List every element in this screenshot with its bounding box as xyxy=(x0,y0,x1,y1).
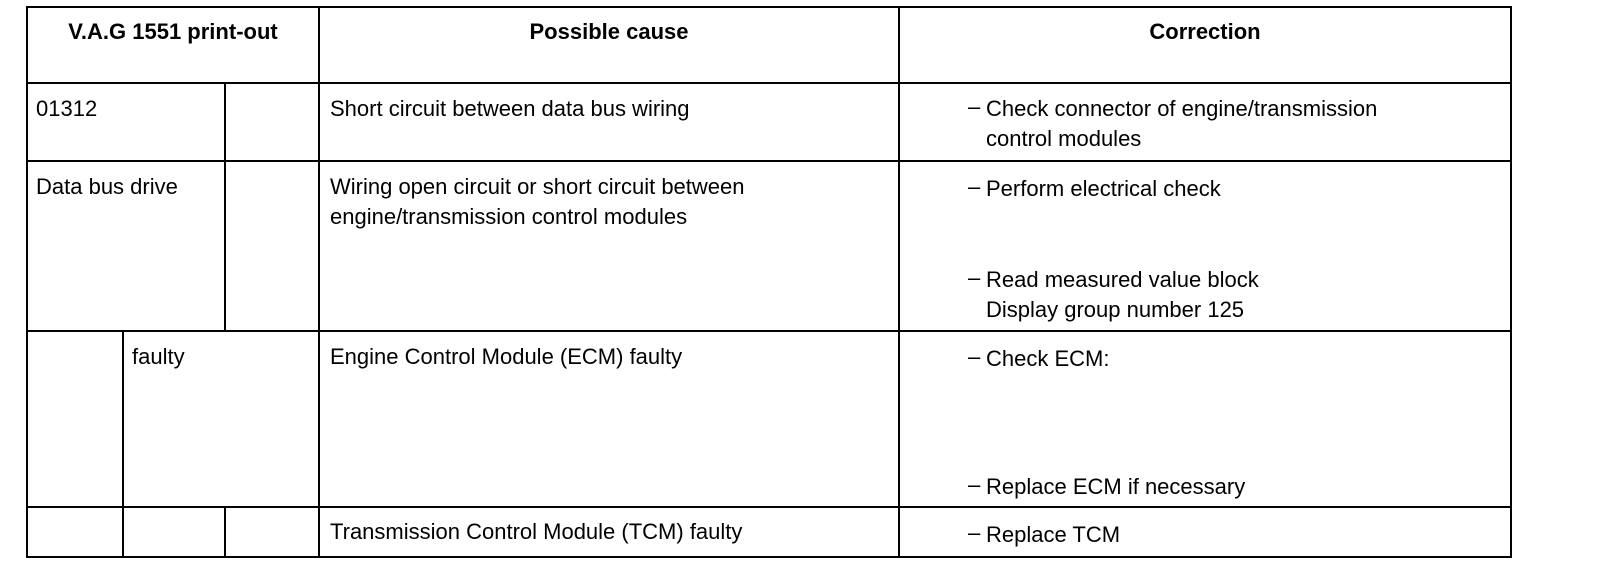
correction-step: Check ECM: xyxy=(986,344,1109,374)
cause-line: engine/transmission control modules xyxy=(330,204,688,229)
possible-cause: Transmission Control Module (TCM) faulty xyxy=(330,519,743,544)
bullet-marker: – xyxy=(968,265,981,290)
bullet-marker: – xyxy=(968,520,981,545)
fault-type: faulty xyxy=(132,344,185,369)
bullet-marker: – xyxy=(968,344,981,369)
correction-line: Perform electrical check xyxy=(986,176,1221,201)
possible-cause: Engine Control Module (ECM) faulty xyxy=(330,344,683,369)
correction-line: Replace TCM xyxy=(986,522,1121,547)
correction-line: Replace ECM if necessary xyxy=(986,474,1246,499)
header-printout: V.A.G 1551 print-out xyxy=(68,19,278,44)
table-border-top xyxy=(26,6,1512,8)
bullet-marker: – xyxy=(968,94,981,119)
header-divider xyxy=(26,82,1512,84)
possible-cause: Wiring open circuit or short circuit bet… xyxy=(330,172,745,232)
correction-step: Replace TCM xyxy=(986,520,1120,550)
bullet-marker: – xyxy=(968,472,981,497)
subcolumn-divider xyxy=(224,506,226,558)
column-divider xyxy=(898,6,900,558)
correction-line: Read measured value block xyxy=(986,267,1259,292)
fault-code: 01312 xyxy=(36,96,98,121)
table-border-bottom xyxy=(26,556,1512,558)
correction-line: Check connector of engine/transmission xyxy=(986,96,1378,121)
header-correction: Correction xyxy=(1149,19,1261,44)
correction-step: Check connector of engine/transmission c… xyxy=(986,94,1377,154)
subcolumn-divider xyxy=(224,82,226,332)
correction-step: Read measured value block Display group … xyxy=(986,265,1259,325)
bullet-marker: – xyxy=(968,174,981,199)
correction-line: Check ECM: xyxy=(986,346,1110,371)
table-border-right xyxy=(1510,6,1512,558)
subcolumn-divider xyxy=(122,330,124,558)
header-cause: Possible cause xyxy=(529,19,689,44)
row-divider xyxy=(26,330,1512,332)
correction-line: control modules xyxy=(986,126,1142,151)
row-divider xyxy=(26,506,1512,508)
fault-description: Data bus drive xyxy=(36,174,178,199)
cause-line: Wiring open circuit or short circuit bet… xyxy=(330,174,745,199)
correction-step: Perform electrical check xyxy=(986,174,1221,204)
column-divider xyxy=(318,6,320,558)
row-divider xyxy=(26,160,1512,162)
correction-step: Replace ECM if necessary xyxy=(986,472,1245,502)
possible-cause: Short circuit between data bus wiring xyxy=(330,96,690,121)
correction-line: Display group number 125 xyxy=(986,297,1245,322)
table-border-left xyxy=(26,6,28,558)
